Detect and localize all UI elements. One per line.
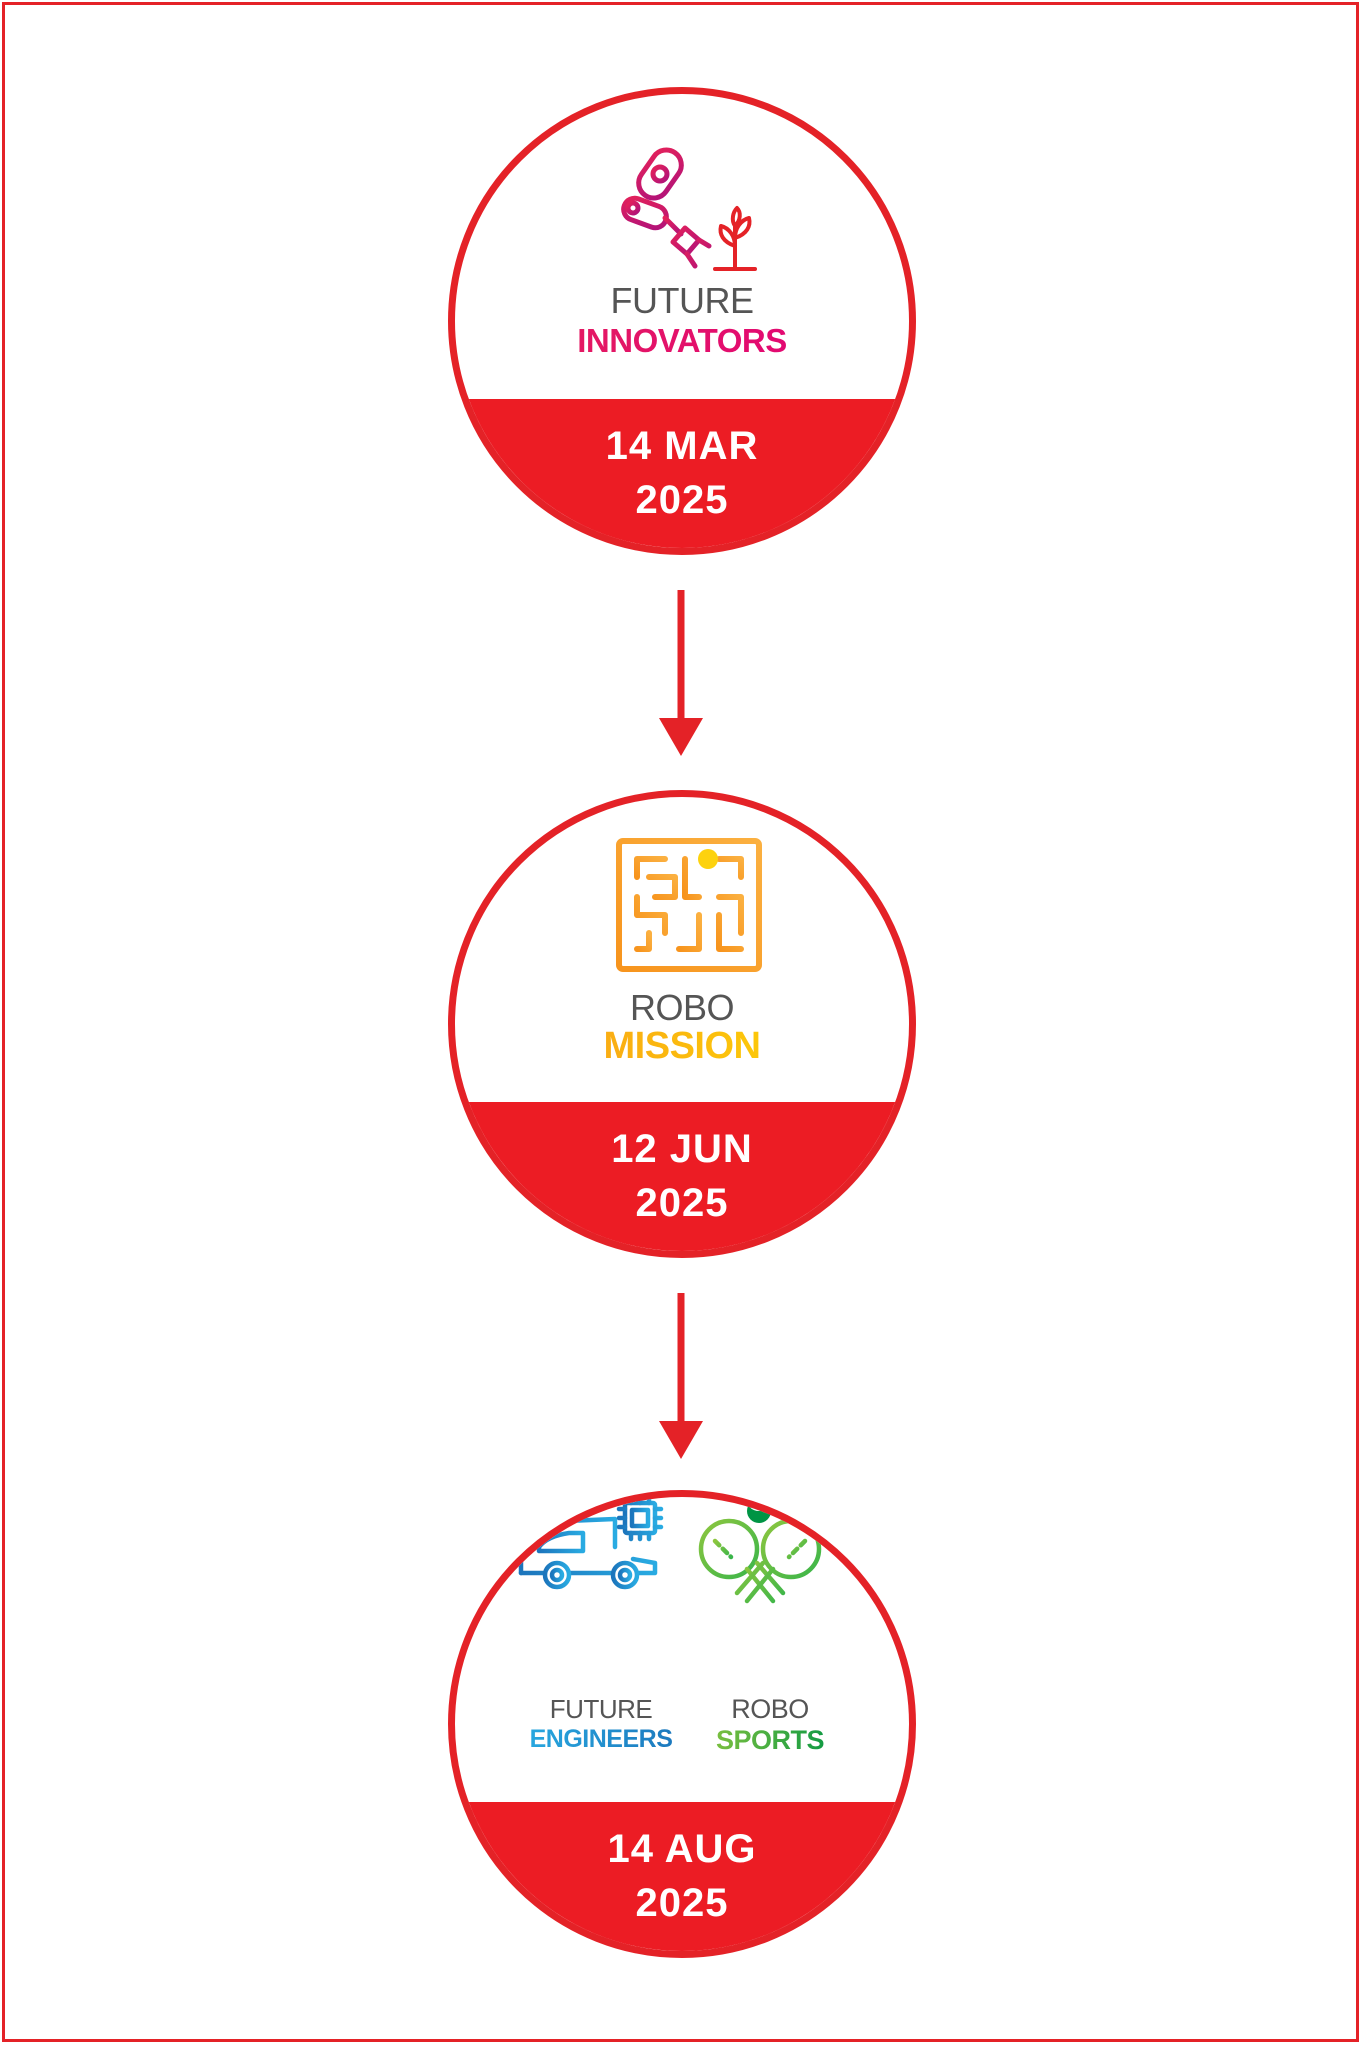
robo-mission-bottom-word: MISSION xyxy=(455,1025,909,1068)
step-2-circle: ROBO MISSION 12 JUN 2025 xyxy=(448,790,916,1258)
robo-sports-bottom-word: SPORTS xyxy=(695,1725,845,1756)
step-2-date-year: 2025 xyxy=(635,1181,729,1225)
future-innovators-bottom-word: INNOVATORS xyxy=(455,322,909,360)
future-innovators-top-word: FUTURE xyxy=(610,280,755,321)
future-engineers-bottom-word: ENGINEERS xyxy=(515,1725,687,1754)
arrow-down-icon-2 xyxy=(659,1293,703,1459)
step-3-circle: FUTURE ENGINEERS ROBO SPORTS 14 AUG xyxy=(448,1490,916,1958)
step-1-circle: FUTURE INNOVATORS 14 MAR 2025 xyxy=(448,87,916,555)
ping-pong-paddles-icon xyxy=(698,1499,822,1604)
robo-sports-logo: ROBO SPORTS xyxy=(695,1497,845,1802)
step-1-date-year: 2025 xyxy=(635,478,729,522)
step-3-date-day-month: 14 AUG xyxy=(607,1827,757,1871)
robo-sports-top-word: ROBO xyxy=(731,1694,809,1724)
arrow-down-icon-1 xyxy=(659,590,703,756)
future-innovators-logo: FUTURE INNOVATORS xyxy=(455,94,909,399)
robo-mission-top-word: ROBO xyxy=(629,987,735,1028)
car-chip-icon xyxy=(518,1497,664,1590)
robot-arm-plant-icon xyxy=(621,147,757,271)
future-engineers-top-word: FUTURE xyxy=(549,1694,653,1724)
future-engineers-logo: FUTURE ENGINEERS xyxy=(515,1497,687,1802)
robo-mission-logo: ROBO MISSION xyxy=(455,797,909,1102)
step-1-date-day-month: 14 MAR xyxy=(605,424,759,468)
step-1-date-band: 14 MAR 2025 xyxy=(455,399,909,548)
step-3-date-band: 14 AUG 2025 xyxy=(455,1802,909,1951)
step-2-date-day-month: 12 JUN xyxy=(611,1127,753,1171)
step-3-date-year: 2025 xyxy=(635,1881,729,1925)
step-2-date-band: 12 JUN 2025 xyxy=(455,1102,909,1251)
maze-icon xyxy=(616,838,762,972)
